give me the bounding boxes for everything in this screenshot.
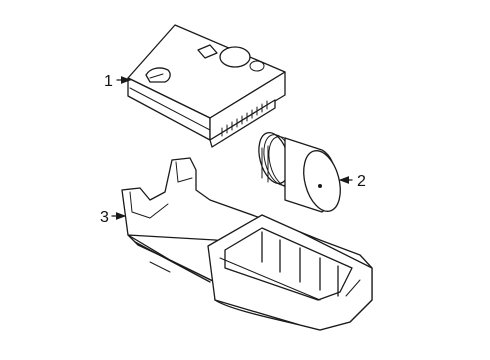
callout-1-label: 1 (104, 73, 113, 90)
callout-2-label: 2 (357, 173, 366, 190)
compressor-right-face (209, 71, 286, 141)
vent-slits (221, 100, 268, 137)
pressure-gauge (219, 46, 251, 68)
gauge-button (249, 60, 265, 72)
power-switch (197, 44, 218, 59)
compressor-unit (127, 24, 286, 148)
tray-end-pocket (207, 214, 373, 331)
callout-3-label: 3 (100, 209, 109, 226)
canister-end (303, 150, 341, 212)
storage-tray (121, 157, 373, 331)
callout-1: 1 (104, 73, 132, 90)
callout-3: 3 (100, 209, 127, 226)
callout-2: 2 (338, 173, 366, 190)
sealant-canister (258, 131, 341, 213)
hose-slot (145, 67, 171, 83)
